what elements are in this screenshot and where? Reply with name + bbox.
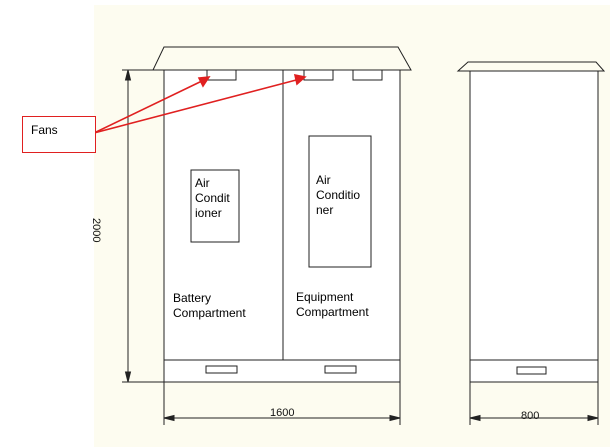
ac-right-label: Air Conditio ner <box>316 173 361 218</box>
front-view <box>152 46 412 383</box>
fans-callout: Fans <box>22 116 96 153</box>
side-body <box>469 70 599 361</box>
plinth-vent-left <box>205 365 238 374</box>
side-width-dimension-text: 800 <box>521 410 540 422</box>
front-width-dimension-text: 1600 <box>270 407 295 419</box>
equipment-compartment-label: Equipment Compartment <box>296 290 373 320</box>
fan-center <box>303 69 334 81</box>
battery-compartment-label: Battery Compartment <box>173 291 250 321</box>
fan-left <box>206 69 237 81</box>
side-vent <box>516 366 547 375</box>
side-plinth <box>469 359 599 383</box>
ac-left-label: Air Condit ioner <box>195 176 230 221</box>
fan-arrows <box>93 73 307 134</box>
arrow-to-left-fan <box>93 79 205 134</box>
height-dimension-text: 2000 <box>90 218 102 243</box>
dimension-lines <box>122 69 599 425</box>
fan-right <box>352 69 383 81</box>
side-roof <box>456 61 606 72</box>
arrow-to-center-fan <box>93 78 301 134</box>
fans-label: Fans <box>31 123 58 137</box>
front-plinth <box>163 359 401 383</box>
plinth-vent-right <box>324 365 357 374</box>
front-roof <box>152 46 412 71</box>
side-view <box>456 61 606 383</box>
